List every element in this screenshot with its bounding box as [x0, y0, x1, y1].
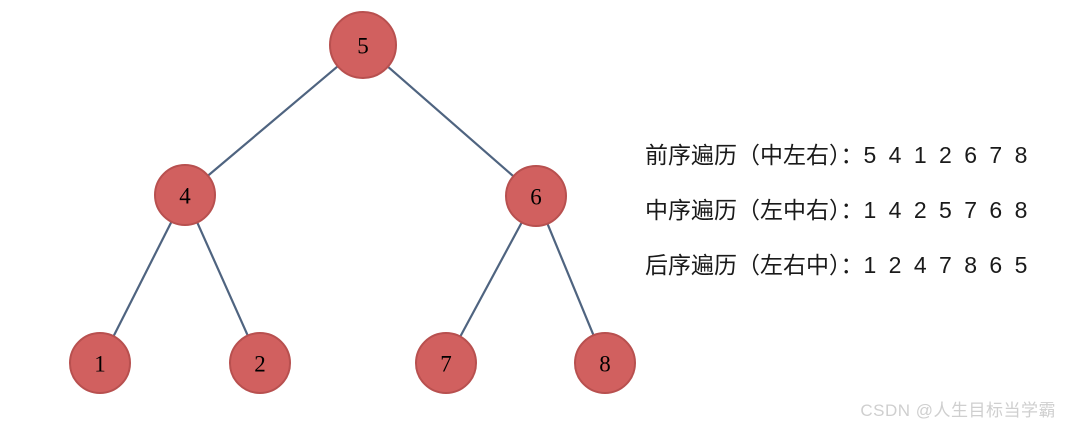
- tree-node-2[interactable]: 2: [229, 332, 291, 394]
- tree-node-label-6: 6: [530, 185, 542, 210]
- csdn-watermark: CSDN @人生目标当学霸: [860, 401, 1056, 420]
- tree-edge-root-right: [384, 63, 517, 180]
- tree-node-layer: 5 4 6 1 2 7 8: [69, 11, 636, 394]
- tree-node-label-1: 1: [94, 352, 106, 377]
- traversal-sequence-postorder: 1 2 4 7 8 6 5: [863, 252, 1031, 278]
- tree-node-6[interactable]: 6: [505, 165, 567, 227]
- traversal-label-preorder: 前序遍历（中左右）：: [645, 142, 864, 168]
- tree-node-label-4: 4: [179, 184, 191, 209]
- traversal-list: 前序遍历（中左右）：5 4 1 2 6 7 8 中序遍历（左中右）：1 4 2 …: [645, 128, 1065, 293]
- tree-edge-root-left: [204, 63, 341, 179]
- tree-node-circle-2: [229, 332, 291, 394]
- tree-node-8[interactable]: 8: [574, 332, 636, 394]
- tree-node-4[interactable]: 4: [154, 164, 216, 226]
- tree-node-circle-4: [154, 164, 216, 226]
- tree-edge-right-rl: [457, 219, 525, 340]
- tree-node-label-2: 2: [254, 352, 266, 377]
- tree-edge-right-rr: [545, 220, 596, 339]
- tree-edge-left-lr: [195, 219, 250, 339]
- binary-tree-graphic: 5 4 6 1 2 7 8: [69, 11, 636, 394]
- tree-node-1[interactable]: 1: [69, 332, 131, 394]
- traversal-label-inorder: 中序遍历（左中右）：: [645, 197, 864, 223]
- tree-node-circle-8: [574, 332, 636, 394]
- tree-node-label-7: 7: [440, 352, 452, 377]
- tree-node-7[interactable]: 7: [415, 332, 477, 394]
- tree-node-5[interactable]: 5: [329, 11, 397, 79]
- traversal-label-postorder: 后序遍历（左右中）：: [645, 252, 864, 278]
- traversal-row-inorder: 中序遍历（左中右）：1 4 2 5 7 6 8: [645, 183, 1065, 238]
- traversal-row-preorder: 前序遍历（中左右）：5 4 1 2 6 7 8: [645, 128, 1065, 183]
- tree-node-circle-5: [329, 11, 397, 79]
- traversal-row-postorder: 后序遍历（左右中）：1 2 4 7 8 6 5: [645, 238, 1065, 293]
- tree-node-label-8: 8: [599, 352, 611, 377]
- traversal-sequence-inorder: 1 4 2 5 7 6 8: [863, 197, 1031, 223]
- tree-node-circle-6: [505, 165, 567, 227]
- traversal-sequence-preorder: 5 4 1 2 6 7 8: [863, 142, 1031, 168]
- tree-edge-layer: [111, 63, 596, 340]
- tree-node-circle-1: [69, 332, 131, 394]
- tree-node-circle-7: [415, 332, 477, 394]
- tree-edge-left-ll: [111, 218, 174, 340]
- tree-node-label-5: 5: [357, 34, 369, 59]
